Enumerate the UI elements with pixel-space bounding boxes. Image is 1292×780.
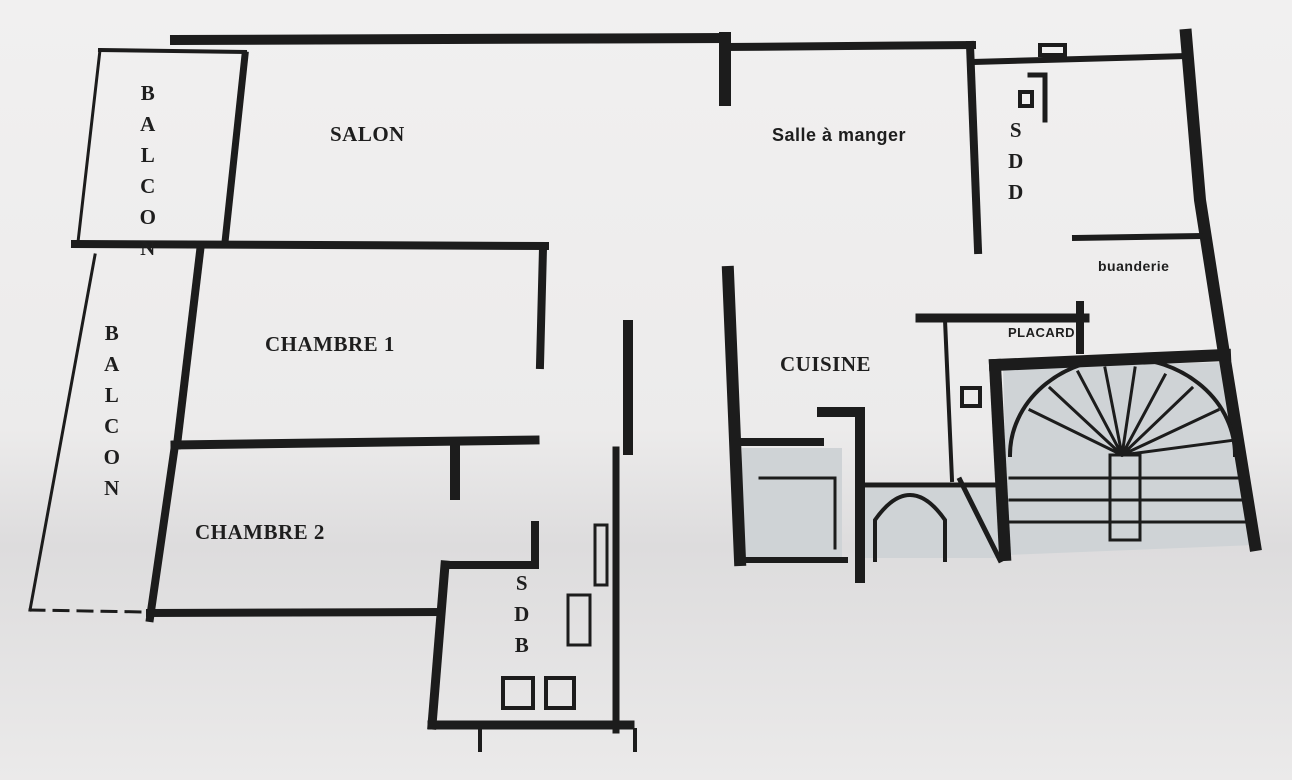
room-label-chambre-2: CHAMBRE 2 — [195, 520, 325, 544]
walls — [28, 28, 1262, 752]
room-label-buanderie: buanderie — [1098, 258, 1170, 274]
room-label-chambre-1: CHAMBRE 1 — [265, 332, 395, 356]
room-label-salle-a-manger: Salle à manger — [772, 125, 907, 145]
room-label-placard: PLACARD — [1008, 325, 1076, 340]
room-label-cuisine: CUISINE — [780, 352, 872, 376]
room-label-salon: SALON — [330, 122, 405, 146]
